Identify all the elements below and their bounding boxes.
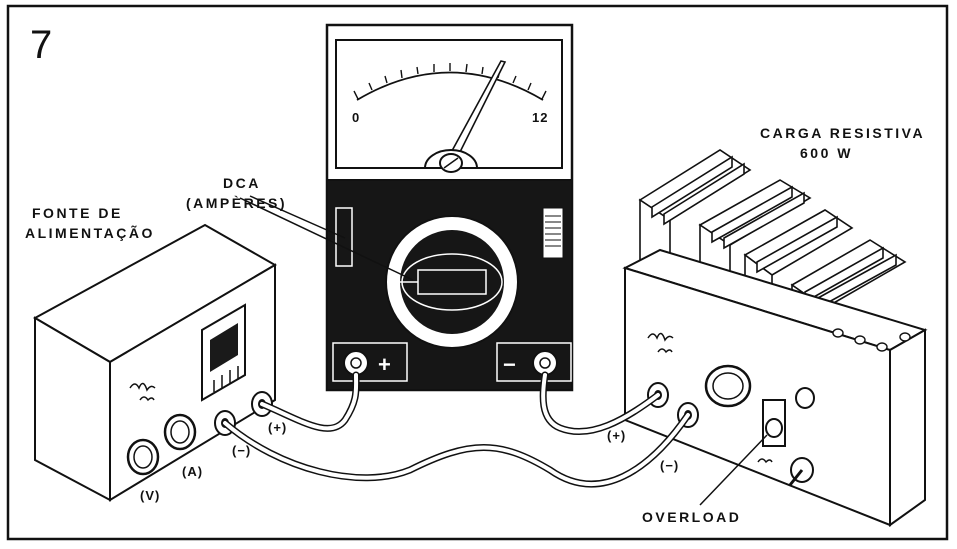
power-supply-negative-label: (−) bbox=[232, 443, 251, 458]
power-supply-meter-window bbox=[210, 323, 238, 372]
load-label-line1: CARGA RESISTIVA bbox=[760, 125, 925, 141]
test-leads bbox=[221, 371, 692, 488]
dca-pointer-line-2 bbox=[249, 195, 346, 239]
power-supply-label-line2: ALIMENTAÇÃO bbox=[25, 224, 155, 241]
overload-indicator[interactable] bbox=[765, 418, 783, 438]
voltage-knob-label: (V) bbox=[140, 488, 160, 503]
jack-plate-negative bbox=[496, 342, 572, 382]
load-adjust-knob[interactable] bbox=[704, 364, 752, 408]
panel-marking bbox=[129, 382, 156, 392]
load-push-button[interactable] bbox=[795, 387, 815, 409]
power-supply-label-line1: FONTE DE bbox=[32, 205, 123, 221]
panel-marking bbox=[139, 396, 155, 402]
voltage-knob[interactable] bbox=[126, 438, 160, 476]
left-slider[interactable] bbox=[335, 207, 353, 267]
case-screws bbox=[832, 328, 911, 352]
current-knob-label: (A) bbox=[182, 464, 203, 479]
power-toggle-switch[interactable] bbox=[788, 457, 814, 486]
power-supply-positive-label: (+) bbox=[268, 420, 287, 435]
load-case-side bbox=[889, 328, 926, 527]
dca-label-line2: (AMPÈRES) bbox=[186, 195, 287, 211]
meter-scale-ticks bbox=[353, 63, 547, 100]
dca-pointer-line bbox=[239, 197, 414, 281]
load-label-line2: 600 W bbox=[800, 145, 853, 161]
scale-min-label: 0 bbox=[352, 110, 360, 125]
panel-marking bbox=[657, 348, 673, 354]
overload-pointer-line bbox=[699, 434, 768, 506]
panel-marking bbox=[757, 458, 773, 464]
meter-window bbox=[335, 39, 563, 169]
dca-label-line1: DCA bbox=[223, 175, 261, 191]
jack-positive-symbol: + bbox=[378, 352, 391, 377]
overload-label: OVERLOAD bbox=[642, 509, 741, 525]
load-positive-label: (+) bbox=[607, 428, 626, 443]
panel-marking bbox=[647, 332, 674, 342]
load-negative-label: (−) bbox=[660, 458, 679, 473]
range-selector-dial[interactable] bbox=[385, 215, 519, 349]
figure-number: 7 bbox=[30, 23, 52, 67]
jack-negative-symbol: − bbox=[503, 352, 516, 377]
meter-scale-arc bbox=[356, 71, 544, 101]
jack-plate-positive bbox=[332, 342, 408, 382]
multimeter: 0 12 + bbox=[325, 23, 574, 392]
resistive-load bbox=[622, 149, 928, 527]
current-knob[interactable] bbox=[163, 413, 197, 451]
scale-max-label: 12 bbox=[532, 110, 548, 125]
